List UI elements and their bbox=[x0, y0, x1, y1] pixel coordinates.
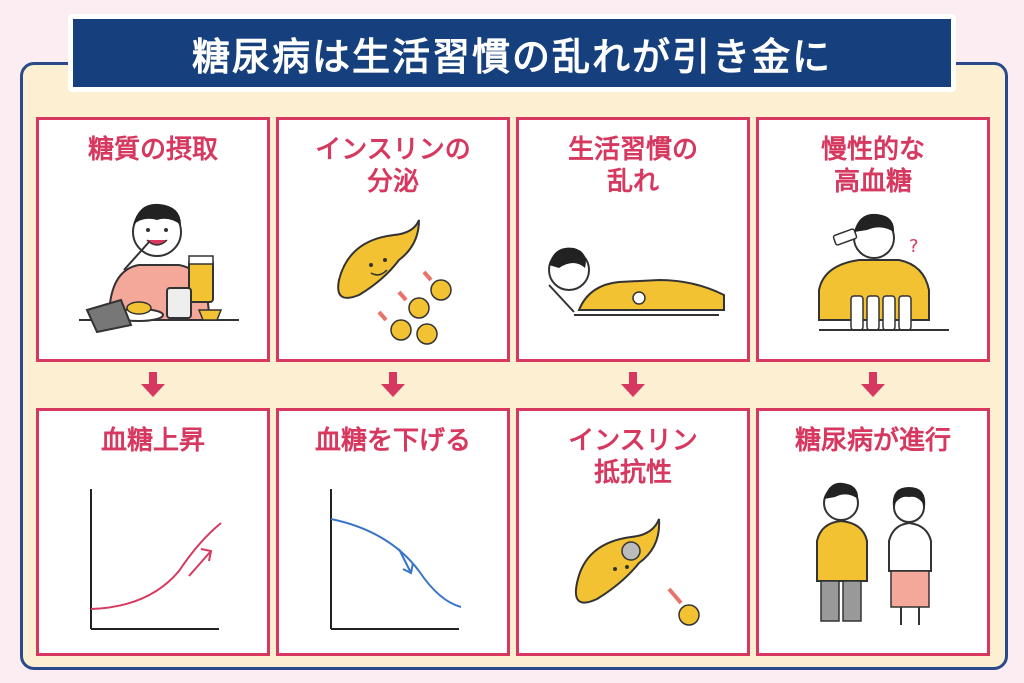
card-lifestyle-disorder: 生活習慣の 乱れ bbox=[516, 117, 750, 362]
card-lower-blood-sugar: 血糖を下げる bbox=[276, 408, 510, 656]
card-label: 慢性的な 高血糖 bbox=[820, 135, 925, 197]
pancreas-insulin-icon bbox=[337, 219, 452, 345]
person-lying-icon bbox=[548, 247, 725, 316]
card-label: 血糖上昇 bbox=[100, 426, 205, 456]
svg-text:?: ? bbox=[909, 236, 919, 257]
card-label: 生活習慣の 乱れ bbox=[567, 135, 698, 197]
card-insulin-resistance: インスリン 抵抗性 bbox=[516, 408, 750, 656]
page-title: 糖尿病は生活習慣の乱れが引き金に bbox=[191, 34, 832, 79]
card-blood-sugar-rise: 血糖上昇 bbox=[36, 408, 270, 656]
card-label: 糖質の摂取 bbox=[87, 135, 218, 165]
card-label: インスリンの 分泌 bbox=[315, 135, 471, 197]
card-label: インスリン 抵抗性 bbox=[568, 426, 698, 488]
card-label: 血糖を下げる bbox=[314, 426, 471, 456]
card-diabetes-progression: 糖尿病が進行 bbox=[756, 408, 990, 656]
card-chronic-hyperglycemia: 慢性的な 高血糖 ? bbox=[756, 117, 990, 362]
person-eating-icon bbox=[79, 203, 239, 334]
title-banner: 糖尿病は生活習慣の乱れが引き金に bbox=[68, 14, 956, 92]
falling-line-graph-icon bbox=[330, 489, 462, 630]
person-drinking-icon: ? bbox=[818, 213, 949, 331]
card-insulin-secretion: インスリンの 分泌 bbox=[276, 117, 510, 362]
card-sugar-intake: 糖質の摂取 bbox=[36, 117, 270, 362]
tired-pancreas-icon bbox=[575, 518, 700, 626]
rising-line-graph-icon bbox=[90, 489, 222, 630]
card-label: 糖尿病が進行 bbox=[794, 426, 951, 456]
couple-worried-icon bbox=[816, 482, 932, 625]
down-arrow-icon bbox=[141, 372, 165, 397]
down-arrow-icon bbox=[861, 372, 885, 397]
down-arrow-icon bbox=[621, 372, 645, 397]
down-arrow-icon bbox=[381, 372, 405, 397]
